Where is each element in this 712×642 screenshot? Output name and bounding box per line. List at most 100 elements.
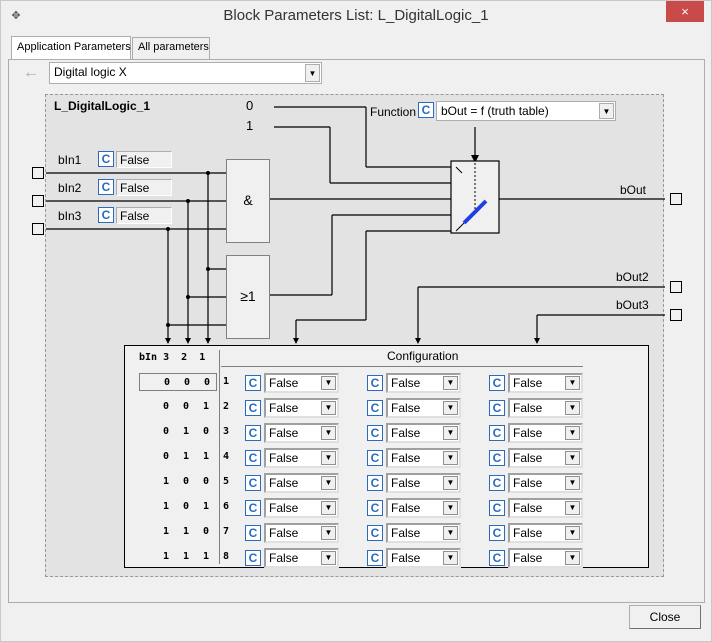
output-port-bout3[interactable]	[670, 309, 682, 321]
function-select[interactable]: bOut = f (truth table) ▼	[436, 101, 616, 121]
output-2-select[interactable]: False▼	[386, 398, 461, 418]
tab-all-parameters[interactable]: All parameters	[132, 37, 210, 59]
window-close-button[interactable]: ×	[666, 1, 704, 22]
tab-application-parameters[interactable]: Application Parameters	[11, 36, 131, 59]
chevron-down-icon[interactable]: ▼	[321, 526, 336, 540]
output-2-select[interactable]: False▼	[386, 473, 461, 493]
chevron-down-icon[interactable]: ▼	[565, 501, 580, 515]
chevron-down-icon[interactable]: ▼	[565, 401, 580, 415]
output-badge[interactable]: C	[367, 475, 383, 491]
chevron-down-icon[interactable]: ▼	[443, 526, 458, 540]
output-1-select[interactable]: False▼	[264, 423, 339, 443]
output-1-select[interactable]: False▼	[264, 473, 339, 493]
output-badge[interactable]: C	[489, 425, 505, 441]
chevron-down-icon[interactable]: ▼	[443, 376, 458, 390]
input-badge-bin1[interactable]: C	[98, 151, 114, 167]
output-badge[interactable]: C	[245, 450, 261, 466]
output-badge[interactable]: C	[367, 450, 383, 466]
input-badge-bin3[interactable]: C	[98, 207, 114, 223]
chevron-down-icon[interactable]: ▼	[565, 376, 580, 390]
output-badge[interactable]: C	[245, 375, 261, 391]
output-badge[interactable]: C	[245, 425, 261, 441]
output-badge[interactable]: C	[367, 375, 383, 391]
output-3-select[interactable]: False▼	[508, 523, 583, 543]
input-value-bin3[interactable]: False	[116, 207, 172, 224]
gear-icon[interactable]: ✥	[11, 10, 21, 22]
output-port-bout[interactable]	[670, 193, 682, 205]
chevron-down-icon[interactable]: ▼	[321, 451, 336, 465]
output-badge[interactable]: C	[489, 500, 505, 516]
output-2-select[interactable]: False▼	[386, 423, 461, 443]
output-1-select[interactable]: False▼	[264, 498, 339, 518]
output-port-bout2[interactable]	[670, 281, 682, 293]
output-badge[interactable]: C	[367, 500, 383, 516]
output-badge[interactable]: C	[489, 525, 505, 541]
output-3-select[interactable]: False▼	[508, 473, 583, 493]
chevron-down-icon[interactable]: ▼	[321, 501, 336, 515]
input-port-bin3[interactable]	[32, 223, 44, 235]
output-2-select[interactable]: False▼	[386, 448, 461, 468]
chevron-down-icon[interactable]: ▼	[565, 526, 580, 540]
output-2-select[interactable]: False▼	[386, 548, 461, 568]
close-button[interactable]: Close	[629, 605, 701, 629]
chevron-down-icon[interactable]: ▼	[565, 451, 580, 465]
chevron-down-icon[interactable]: ▼	[321, 426, 336, 440]
output-badge[interactable]: C	[367, 550, 383, 566]
output-1-select[interactable]: False▼	[264, 448, 339, 468]
chevron-down-icon[interactable]: ▼	[443, 501, 458, 515]
function-badge[interactable]: C	[418, 102, 434, 118]
parameter-group-select[interactable]: Digital logic X ▼	[49, 62, 322, 84]
output-badge[interactable]: C	[367, 525, 383, 541]
output-badge[interactable]: C	[489, 375, 505, 391]
output-3-select[interactable]: False▼	[508, 498, 583, 518]
input-port-bin2[interactable]	[32, 195, 44, 207]
chevron-down-icon[interactable]: ▼	[565, 551, 580, 565]
output-2-select[interactable]: False▼	[386, 523, 461, 543]
output-3-select[interactable]: False▼	[508, 448, 583, 468]
output-badge[interactable]: C	[489, 475, 505, 491]
chevron-down-icon[interactable]: ▼	[443, 426, 458, 440]
output-badge[interactable]: C	[245, 550, 261, 566]
chevron-down-icon[interactable]: ▼	[321, 376, 336, 390]
chevron-down-icon[interactable]: ▼	[599, 103, 614, 119]
output-badge[interactable]: C	[245, 400, 261, 416]
chevron-down-icon[interactable]: ▼	[321, 401, 336, 415]
input-badge-bin2[interactable]: C	[98, 179, 114, 195]
input-value-bin1[interactable]: False	[116, 151, 172, 168]
chevron-down-icon[interactable]: ▼	[565, 426, 580, 440]
output-1-select[interactable]: False▼	[264, 523, 339, 543]
chevron-down-icon[interactable]: ▼	[565, 476, 580, 490]
output-3-select[interactable]: False▼	[508, 398, 583, 418]
output-1-select[interactable]: False▼	[264, 398, 339, 418]
chevron-down-icon[interactable]: ▼	[443, 551, 458, 565]
output-badge[interactable]: C	[245, 525, 261, 541]
output-3-select[interactable]: False▼	[508, 373, 583, 393]
chevron-down-icon[interactable]: ▼	[321, 551, 336, 565]
output-badge[interactable]: C	[367, 425, 383, 441]
output-badge[interactable]: C	[489, 450, 505, 466]
output-2-select[interactable]: False▼	[386, 498, 461, 518]
output-1-select[interactable]: False▼	[264, 373, 339, 393]
output-1-select[interactable]: False▼	[264, 548, 339, 568]
output-2-select[interactable]: False▼	[386, 373, 461, 393]
chevron-down-icon[interactable]: ▼	[443, 401, 458, 415]
output-badge[interactable]: C	[489, 550, 505, 566]
chevron-down-icon[interactable]: ▼	[305, 64, 320, 82]
input-port-bin1[interactable]	[32, 167, 44, 179]
output-badge[interactable]: C	[489, 400, 505, 416]
output-badge[interactable]: C	[245, 500, 261, 516]
output-badge[interactable]: C	[245, 475, 261, 491]
chevron-down-icon[interactable]: ▼	[443, 451, 458, 465]
back-arrow-icon[interactable]: ←	[23, 64, 39, 81]
chevron-down-icon[interactable]: ▼	[443, 476, 458, 490]
output-3-select[interactable]: False▼	[508, 548, 583, 568]
output-3-select[interactable]: False▼	[508, 423, 583, 443]
chevron-down-icon[interactable]: ▼	[321, 476, 336, 490]
